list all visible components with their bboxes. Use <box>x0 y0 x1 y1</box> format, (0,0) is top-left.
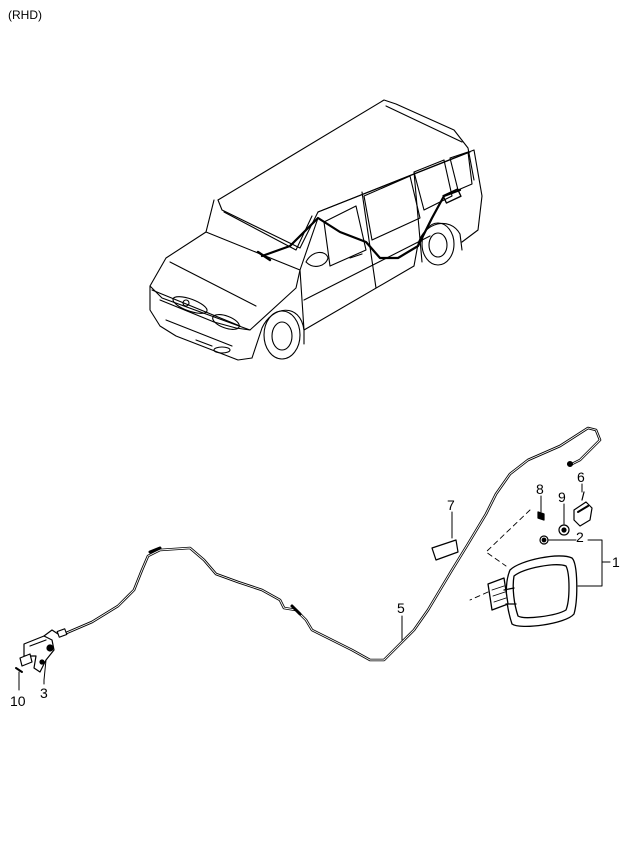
leader-lines <box>43 483 611 685</box>
rhd-note: (RHD) <box>8 8 42 22</box>
callout-2: 2 <box>576 529 584 545</box>
callout-7: 7 <box>447 497 455 513</box>
callout-5: 5 <box>397 600 405 616</box>
callout-10: 10 <box>10 693 26 709</box>
assembly-lines <box>469 509 531 601</box>
callout-3: 3 <box>40 685 48 701</box>
callout-6: 6 <box>577 469 585 485</box>
callout-9: 9 <box>558 489 566 505</box>
fuel-filler-door <box>487 555 578 627</box>
opener-lever-assembly <box>15 629 59 691</box>
fuel-filler-cable <box>56 426 602 662</box>
callout-1: 1 <box>612 554 620 570</box>
vehicle-illustration <box>149 99 483 361</box>
callout-8: 8 <box>536 481 544 497</box>
small-parts <box>431 491 593 561</box>
